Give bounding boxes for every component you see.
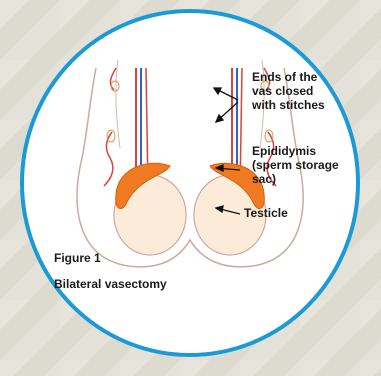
diagram-badge: Ends of the vas closed with stitches Epi… bbox=[18, 8, 362, 358]
figure-caption: Bilateral vasectomy bbox=[54, 277, 167, 291]
label-vas-ends: Ends of the vas closed with stitches bbox=[252, 70, 325, 112]
label-testicle: Testicle bbox=[244, 206, 288, 220]
label-epididymis: Epididymis (sperm storage sac) bbox=[252, 144, 339, 186]
figure-number: Figure 1 bbox=[54, 251, 101, 265]
